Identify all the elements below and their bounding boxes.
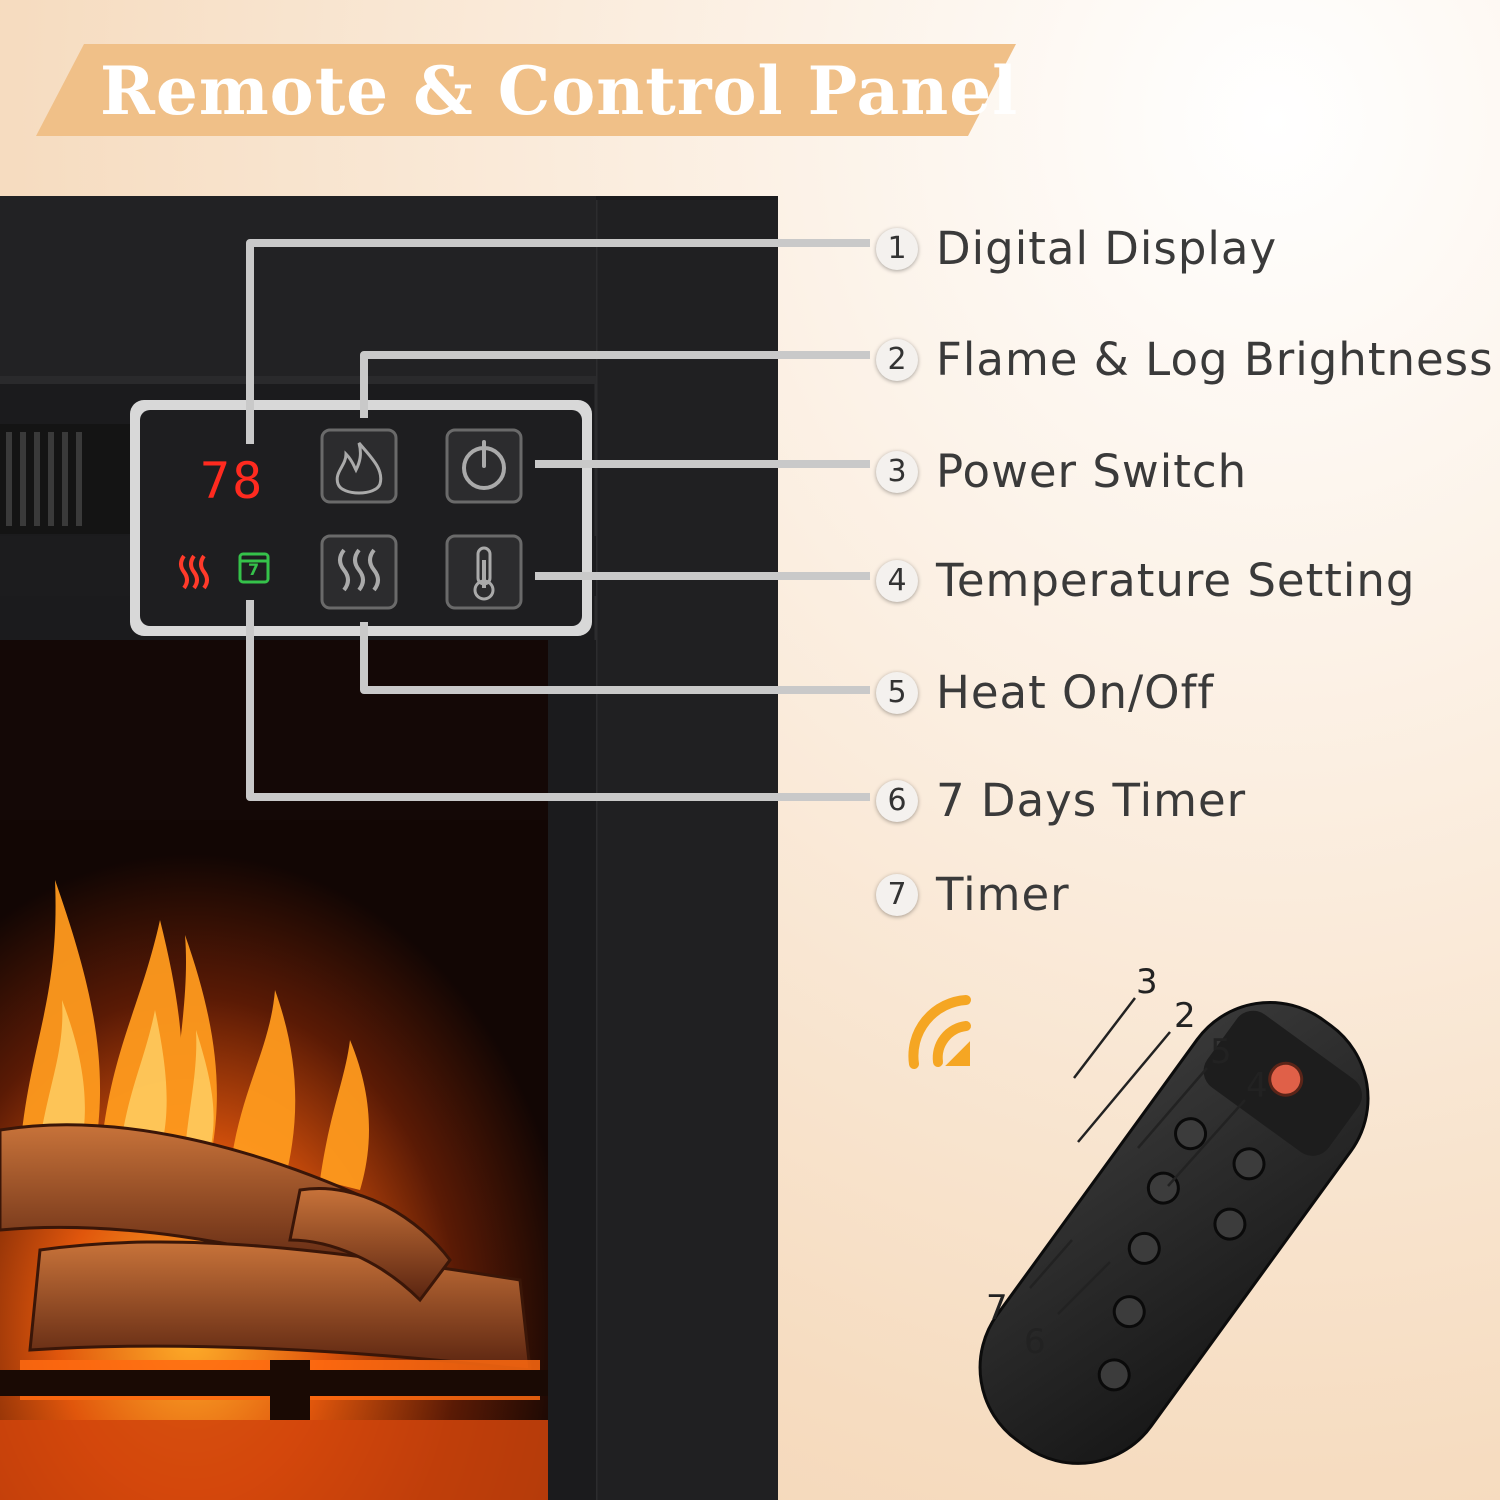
feature-number: 3 <box>876 450 918 493</box>
remote-callout-number: 4 <box>1246 1066 1268 1106</box>
callout-lines <box>246 239 870 801</box>
feature-label: Power Switch <box>936 445 1248 498</box>
fire-window <box>0 640 596 1500</box>
timer-indicator-text: 7 <box>248 560 260 579</box>
remote-7-days-timer-button[interactable] <box>1123 1227 1165 1269</box>
feature-item: 6 7 Days Timer <box>876 774 1246 827</box>
remote-callout-number: 7 <box>986 1288 1008 1328</box>
remote-button-9[interactable] <box>1093 1354 1135 1396</box>
logs <box>0 1123 532 1372</box>
remote-button-8[interactable] <box>1108 1291 1150 1333</box>
feature-number: 1 <box>876 227 918 270</box>
remote-power-button[interactable] <box>1263 1057 1308 1102</box>
temperature-button[interactable] <box>445 534 523 610</box>
remote-timer-button[interactable] <box>1142 1167 1184 1209</box>
feature-number: 5 <box>876 671 918 714</box>
feature-number: 6 <box>876 779 918 822</box>
feature-label: Flame & Log Brightness <box>936 333 1494 386</box>
feature-item: 4 Temperature Setting <box>876 554 1415 607</box>
control-panel <box>130 400 592 636</box>
feature-label: Heat On/Off <box>936 666 1215 719</box>
remote-callout-number: 5 <box>1210 1032 1232 1072</box>
timer-indicator-icon <box>238 552 270 584</box>
feature-label: Timer <box>936 868 1070 921</box>
feature-item: 7 Timer <box>876 868 1070 921</box>
remote-callout-number: 6 <box>1024 1322 1046 1362</box>
power-button[interactable] <box>445 428 523 504</box>
feature-label: Temperature Setting <box>936 554 1416 607</box>
remote-heat-button[interactable] <box>1228 1143 1270 1185</box>
flame-icon <box>335 442 383 495</box>
heat-button[interactable] <box>320 534 398 610</box>
remote-flame-button[interactable] <box>1170 1113 1212 1155</box>
remote-control <box>978 1000 1370 1465</box>
feature-label: 7 Days Timer <box>936 774 1247 827</box>
page-title: Remote & Control Panel <box>100 52 1019 130</box>
heat-indicator-icon <box>179 554 209 590</box>
heat-waves-icon <box>338 548 380 592</box>
feature-number: 4 <box>876 559 918 602</box>
wireless-signal-icon <box>908 995 971 1069</box>
digital-display-readout: 78 <box>200 452 265 510</box>
remote-callout-lines <box>1029 997 1246 1315</box>
thermometer-icon <box>473 546 495 601</box>
remote-temp-button[interactable] <box>1209 1203 1251 1245</box>
feature-item: 2 Flame & Log Brightness <box>876 333 1494 386</box>
title-banner <box>36 44 1016 136</box>
remote-callout-number: 2 <box>1174 996 1196 1036</box>
feature-label: Digital Display <box>936 222 1278 275</box>
feature-number: 7 <box>876 873 918 916</box>
remote-callout-number: 3 <box>1136 962 1158 1002</box>
feature-number: 2 <box>876 338 918 381</box>
feature-item: 3 Power Switch <box>876 445 1247 498</box>
feature-item: 1 Digital Display <box>876 222 1277 275</box>
feature-item: 5 Heat On/Off <box>876 666 1214 719</box>
flame-button[interactable] <box>320 428 398 504</box>
